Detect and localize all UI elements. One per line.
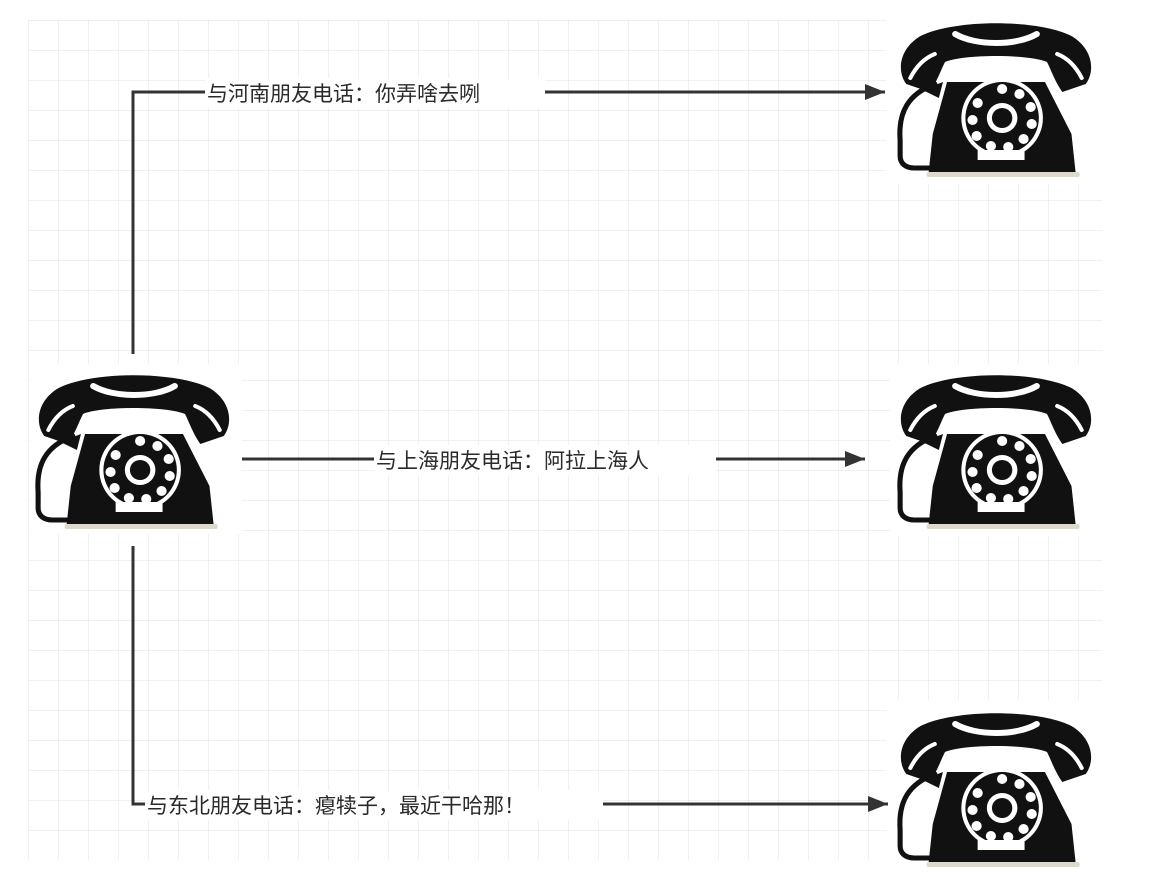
connector-dongbei[interactable]: [131, 546, 888, 812]
edge-label-henan: 与河南朋友电话：你弄啥去咧: [205, 78, 545, 108]
edge-label-dongbei: 与东北朋友电话：瘪犊子，最近干哈那！: [145, 790, 603, 820]
caller-phone-node[interactable]: [30, 364, 242, 534]
shanghai-phone-node[interactable]: [890, 364, 1106, 536]
edge-label-shanghai: 与上海朋友电话：阿拉上海人: [374, 445, 716, 475]
edge-label-shanghai-text: 与上海朋友电话：阿拉上海人: [376, 449, 649, 473]
edge-label-henan-text: 与河南朋友电话：你弄啥去咧: [207, 82, 480, 106]
henan-phone-node[interactable]: [890, 12, 1106, 184]
edge-label-dongbei-text: 与东北朋友电话：瘪犊子，最近干哈那！: [147, 794, 525, 818]
connector-henan[interactable]: [131, 84, 885, 354]
dongbei-phone-node[interactable]: [890, 704, 1106, 874]
